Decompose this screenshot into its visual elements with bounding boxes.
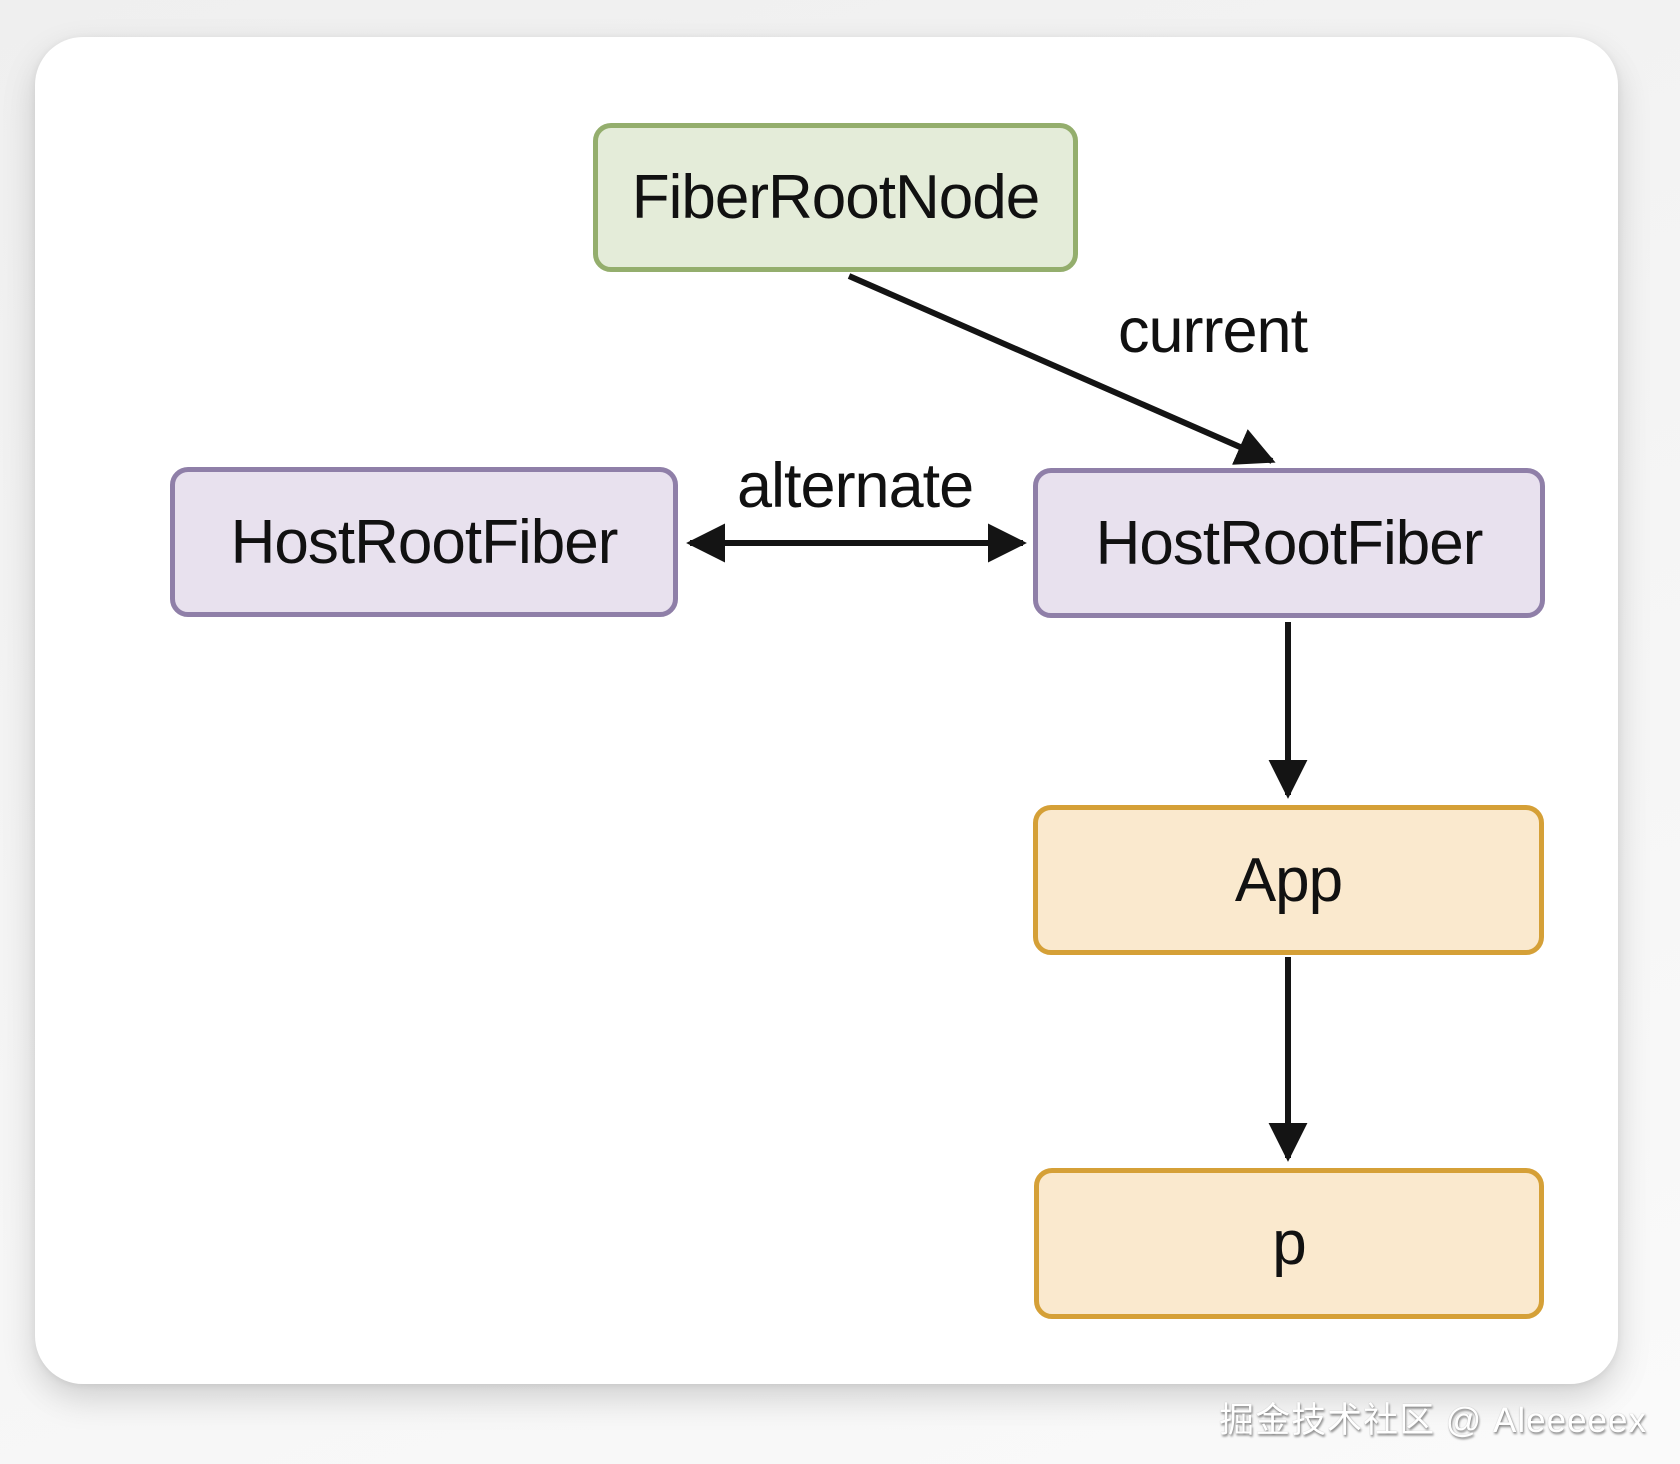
node-host-root-fiber-left: HostRootFiber xyxy=(170,467,678,617)
node-fiber-root-node-label: FiberRootNode xyxy=(631,163,1040,232)
watermark-text: 掘金技术社区 @ Aleeeeex xyxy=(1219,1401,1647,1440)
node-p-label: p xyxy=(1272,1209,1306,1278)
node-fiber-root-node: FiberRootNode xyxy=(593,123,1078,272)
node-host-root-fiber-right: HostRootFiber xyxy=(1033,468,1545,618)
node-host-root-fiber-right-label: HostRootFiber xyxy=(1095,508,1484,578)
node-app: App xyxy=(1033,805,1544,955)
node-app-label: App xyxy=(1234,845,1343,915)
edge-label-current: current xyxy=(1118,296,1308,366)
node-host-root-fiber-left-label: HostRootFiber xyxy=(230,507,619,577)
node-p: p xyxy=(1034,1168,1544,1319)
edge-label-alternate: alternate xyxy=(737,451,974,521)
